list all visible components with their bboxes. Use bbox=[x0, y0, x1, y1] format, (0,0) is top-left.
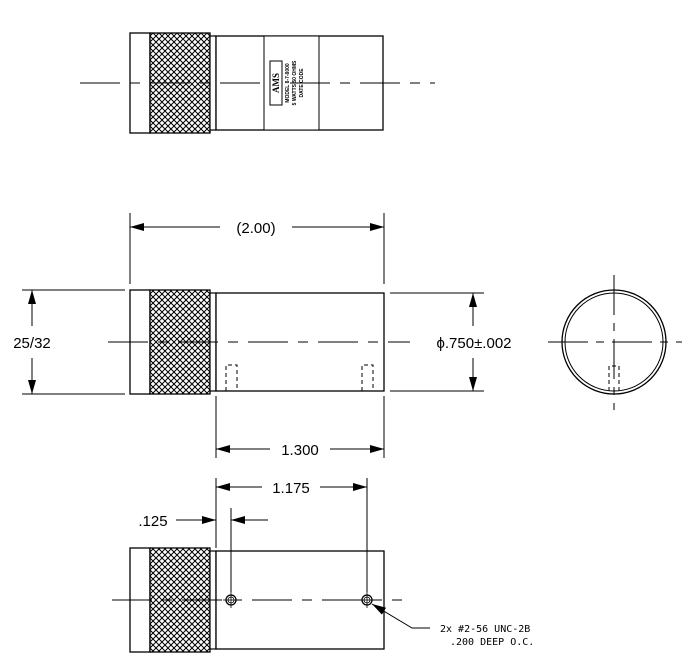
mounting-hole-left bbox=[223, 592, 239, 608]
top-collar bbox=[209, 35, 217, 131]
dim-height: 25/32 bbox=[13, 289, 125, 395]
product-rating: 5 WATTS 50 OHMS bbox=[292, 60, 298, 105]
thread-callout-line1: 2x #2-56 UNC-2B bbox=[440, 624, 530, 635]
bottom-view bbox=[112, 547, 402, 653]
product-date-code: DATE CODE bbox=[299, 68, 305, 98]
dim-diameter: ϕ.750±.002 bbox=[390, 292, 512, 392]
dim-hole-offset: .125 bbox=[138, 508, 268, 592]
side-view bbox=[108, 289, 410, 395]
product-label-text: AMS MODEL 8-7-8000 5 WATTS 50 OHMS DATE … bbox=[269, 60, 305, 106]
dim-hole-spacing-text: 1.175 bbox=[272, 480, 310, 497]
hidden-hole-left bbox=[225, 364, 238, 391]
top-view: AMS MODEL 8-7-8000 5 WATTS 50 OHMS DATE … bbox=[80, 32, 435, 134]
thread-callout: 2x #2-56 UNC-2B .200 DEEP O.C. bbox=[371, 603, 534, 648]
product-model: MODEL 8-7-8000 bbox=[285, 63, 291, 103]
dim-hole-spacing: 1.175 bbox=[215, 478, 368, 592]
dim-overall-length: (2.00) bbox=[129, 213, 385, 284]
dim-body-length: 1.300 bbox=[215, 396, 385, 459]
product-logo: AMS bbox=[271, 73, 281, 93]
dim-hole-offset-text: .125 bbox=[138, 513, 167, 530]
dim-overall-length-text: (2.00) bbox=[236, 220, 275, 237]
thread-callout-line2: .200 DEEP O.C. bbox=[450, 637, 534, 648]
dim-height-text: 25/32 bbox=[13, 335, 51, 352]
end-hidden-hole bbox=[608, 365, 620, 391]
mounting-hole-right bbox=[359, 592, 375, 608]
end-view bbox=[548, 275, 682, 410]
dim-diameter-text: ϕ.750±.002 bbox=[436, 335, 511, 352]
dim-body-length-text: 1.300 bbox=[281, 442, 319, 459]
hidden-hole-right bbox=[361, 364, 374, 391]
